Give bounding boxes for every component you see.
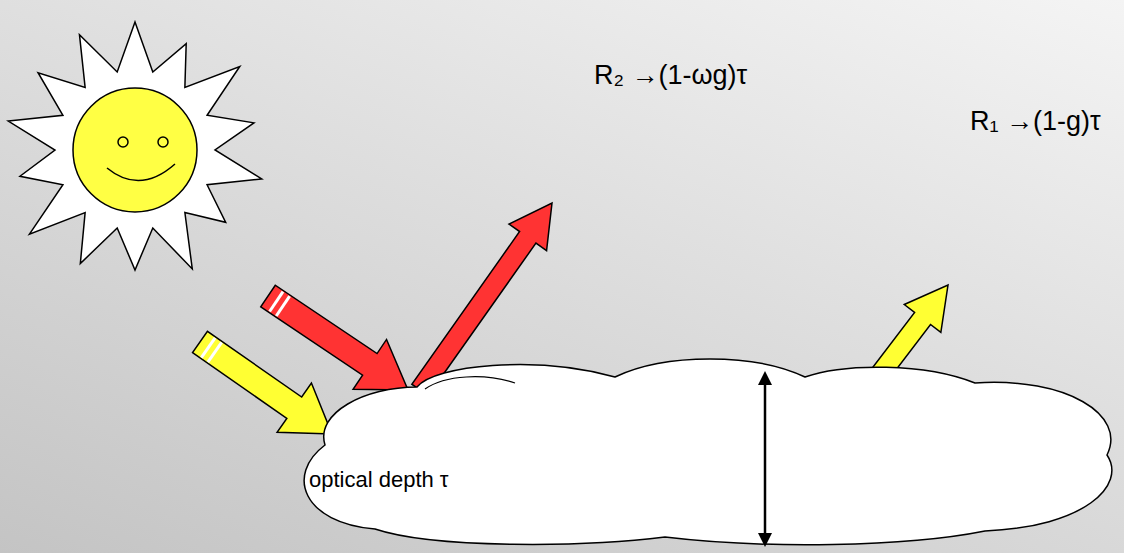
reflectance-label: R₁ →(1-g)τ — [970, 106, 1101, 137]
cloud-shape — [304, 359, 1112, 545]
sun-rays — [8, 22, 261, 270]
light-arrow — [193, 331, 332, 434]
depth-arrowhead — [758, 533, 772, 547]
light-arrow — [261, 285, 408, 390]
sun-face — [73, 88, 197, 212]
depth-arrow — [764, 381, 767, 537]
depth-arrowhead — [758, 371, 772, 385]
arrow-stripe — [276, 296, 289, 316]
sun-eye — [118, 137, 128, 147]
reflectance-label: R₂ →(1-ωg)τ — [594, 60, 747, 91]
sun-eye — [158, 137, 168, 147]
sun-smile — [107, 164, 175, 181]
cloud: optical depth τ — [285, 325, 1121, 551]
node-text: optical depth τ — [309, 467, 449, 493]
arrow-stripe — [208, 342, 222, 362]
cloud-fold — [425, 377, 515, 389]
cloud-outline — [285, 325, 1121, 551]
